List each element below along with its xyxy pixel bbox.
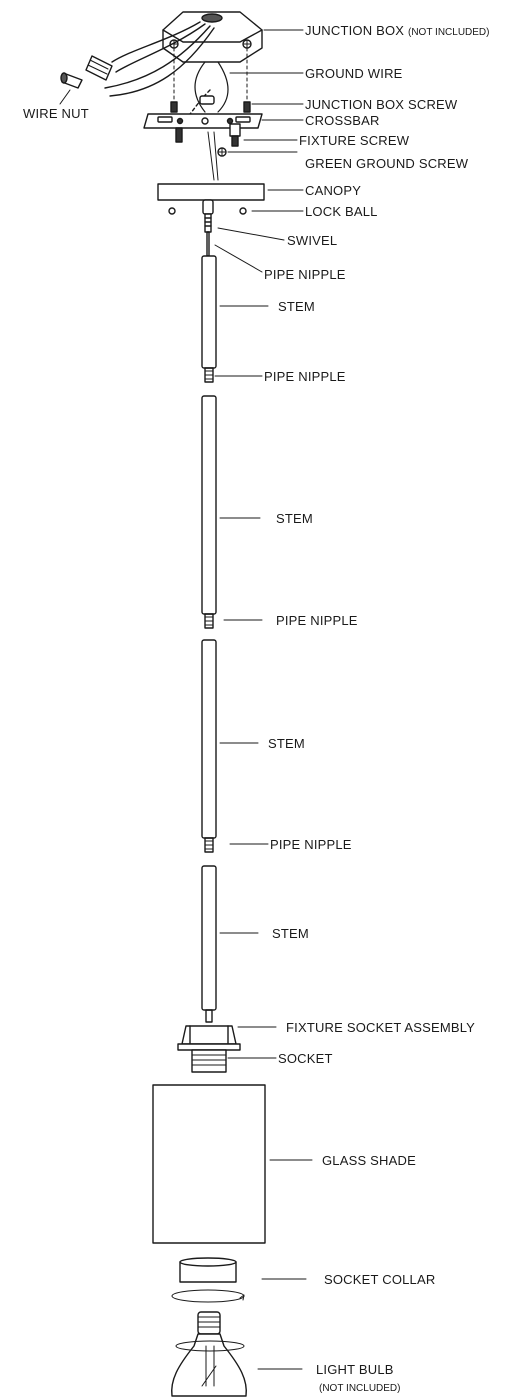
label-pipe-nipple-4: PIPE NIPPLE	[270, 837, 352, 852]
fixture-screws-drawing	[175, 123, 241, 181]
label-wire-nut: WIRE NUT	[23, 106, 89, 121]
wire-nut-drawing	[60, 55, 113, 89]
junction-box-text: JUNCTION BOX	[305, 23, 405, 38]
screw-guides	[173, 47, 248, 111]
socket-drawing	[191, 1049, 227, 1073]
label-ground-wire: GROUND WIRE	[305, 66, 403, 81]
crossbar-drawing	[143, 113, 263, 129]
label-swivel: SWIVEL	[287, 233, 338, 248]
glass-shade-drawing	[152, 1084, 266, 1244]
leader-lines	[59, 29, 313, 1370]
junction-box-note: (NOT INCLUDED)	[408, 27, 490, 38]
label-stem-3: STEM	[268, 736, 305, 751]
label-green-ground-screw: GREEN GROUND SCREW	[305, 156, 469, 171]
label-socket: SOCKET	[278, 1051, 333, 1066]
socket-collar-drawing	[171, 1257, 245, 1303]
junction-box-screws-drawing	[170, 95, 251, 113]
stem-4-drawing	[201, 865, 217, 1023]
fixture-socket-assembly-drawing	[177, 1025, 241, 1051]
label-lock-ball: LOCK BALL	[305, 204, 378, 219]
label-stem-4: STEM	[272, 926, 309, 941]
label-pipe-nipple-2: PIPE NIPPLE	[264, 369, 346, 384]
lock-ball-swivel-drawing	[202, 199, 214, 257]
label-fixture-socket-assembly: FIXTURE SOCKET ASSEMBLY	[286, 1020, 476, 1035]
label-junction-box-screw: JUNCTION BOX SCREW	[305, 97, 458, 112]
label-crossbar: CROSSBAR	[305, 113, 380, 128]
label-glass-shade: GLASS SHADE	[322, 1153, 416, 1168]
stem-3-drawing	[201, 639, 217, 853]
canopy-drawing	[157, 183, 265, 215]
label-fixture-screw: FIXTURE SCREW	[299, 133, 410, 148]
label-stem-2: STEM	[276, 511, 313, 526]
wiring-drawing	[104, 21, 215, 115]
label-socket-collar: SOCKET COLLAR	[324, 1272, 436, 1287]
label-canopy: CANOPY	[305, 183, 362, 198]
label-light-bulb-note: (NOT INCLUDED)	[319, 1383, 401, 1394]
light-bulb-drawing	[171, 1311, 247, 1397]
label-pipe-nipple-1: PIPE NIPPLE	[264, 267, 346, 282]
label-light-bulb: LIGHT BULB	[316, 1362, 394, 1377]
stem-2-drawing	[201, 395, 217, 629]
label-stem-1: STEM	[278, 299, 315, 314]
label-pipe-nipple-3: PIPE NIPPLE	[276, 613, 358, 628]
label-junction-box: JUNCTION BOX (NOT INCLUDED)	[305, 23, 489, 40]
stem-1-drawing	[201, 255, 217, 383]
